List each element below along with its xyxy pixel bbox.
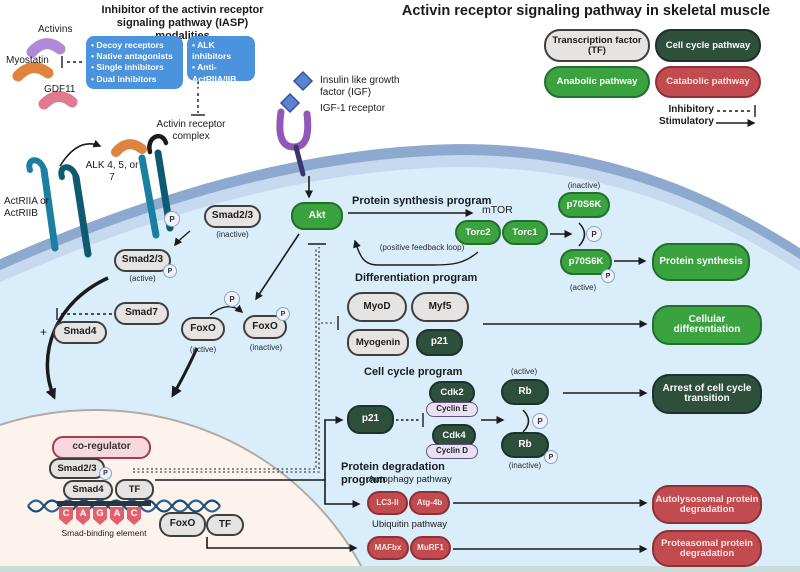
degradation-heading: Protein degradation program — [341, 461, 445, 486]
mtor-label: mTOR — [482, 204, 513, 216]
sbe-letter: A — [110, 507, 124, 525]
foxo-active-label: (active) — [189, 345, 217, 354]
p70s6k-active-label: (active) — [569, 283, 597, 292]
myogenin-node: Myogenin — [347, 329, 409, 356]
murf1-node: MuRF1 — [410, 536, 451, 560]
nuclear-foxo-node: FoxO — [159, 512, 206, 537]
inhibitory-connectors — [56, 56, 756, 473]
iasp-item: Native antagonists — [91, 51, 178, 62]
iasp-item: Anti-ActRIIA/IIB antibody — [192, 62, 250, 96]
iasp-item: Dual inhibitors — [91, 74, 178, 85]
sbe-letter: G — [93, 507, 107, 525]
smad-binding-element-label: Smad-binding element — [61, 528, 147, 538]
iasp-item: Decoy receptors — [91, 40, 178, 51]
legend-stimulatory-label: Stimulatory — [658, 116, 714, 127]
p70s6k-inactive-node: p70S6K — [558, 192, 610, 218]
phosphate-icon: P — [601, 269, 615, 283]
cellular-differentiation-output: Cellular differentiation — [652, 305, 762, 345]
iasp-modalities-box-2: ALK inhibitors Anti-ActRIIA/IIB antibody — [187, 36, 255, 95]
coregulator-node: co-regulator — [52, 436, 151, 459]
cell-cycle-arrest-output: Arrest of cell cycle transition — [652, 374, 762, 414]
rb-active-node: Rb — [501, 379, 549, 405]
phosphate-icon: P — [544, 450, 558, 464]
alk-label: ALK 4, 5, or 7 — [85, 160, 139, 183]
gdf11-label: GDF11 — [44, 84, 76, 95]
phosphate-icon: P — [164, 211, 180, 227]
rb-active-label: (active) — [510, 367, 538, 376]
myostatin-label: Myostatin — [6, 55, 49, 66]
ligand-icons — [12, 38, 78, 110]
autophagy-pathway-label: Autophagy pathway — [368, 474, 452, 485]
p21-differentiation-node: p21 — [416, 329, 463, 356]
differentiation-heading: Differentiation program — [355, 272, 478, 284]
bottom-strip — [0, 566, 800, 572]
legend-catabolic-pathway: Catabolic pathway — [655, 66, 761, 98]
phosphate-icon: P — [224, 291, 240, 307]
foxo-inactive-label: (inactive) — [249, 343, 283, 352]
smad23-inactive-node: Smad2/3 — [204, 205, 261, 228]
dna-icon — [27, 499, 221, 513]
sbe-letter: A — [76, 507, 90, 525]
sbe-letter: C — [127, 507, 141, 525]
sbe-letter: C — [59, 507, 73, 525]
akt-node: Akt — [291, 202, 343, 230]
proteasomal-output: Proteasomal protein degradation — [652, 530, 762, 567]
iasp-modalities-box-1: Decoy receptors Native antagonists Singl… — [86, 36, 183, 89]
autolysosomal-output: Autolysosomal protein degradation — [652, 485, 762, 524]
phosphate-icon: P — [276, 307, 290, 321]
torc1-node: Torc1 — [502, 220, 548, 245]
cyclin-e-node: Cyclin E — [426, 402, 478, 417]
atg4b-node: Atg-4b — [409, 491, 450, 515]
activin-ligand-icon — [26, 38, 66, 58]
myostatin-ligand-icon — [12, 62, 54, 82]
iasp-item: ALK inhibitors — [192, 40, 250, 62]
smad7-node: Smad7 — [114, 302, 169, 325]
positive-feedback-label: (positive feedback loop) — [379, 243, 465, 252]
nuclear-smad23-node: Smad2/3 — [49, 458, 105, 479]
smad4-node: Smad4 — [53, 321, 107, 344]
cyclin-d-node: Cyclin D — [426, 444, 478, 459]
page-title: Activin receptor signaling pathway in sk… — [401, 3, 771, 19]
cell-cycle-heading: Cell cycle program — [364, 366, 463, 378]
rb-inactive-node: Rb — [501, 432, 549, 458]
p70s6k-active-node: p70S6K — [560, 249, 612, 275]
phosphate-icon: P — [99, 467, 112, 480]
rb-inactive-label: (inactive) — [508, 461, 542, 470]
protein-synthesis-output: Protein synthesis — [652, 243, 750, 281]
iasp-item: Single inhibitors — [91, 62, 178, 73]
torc2-node: Torc2 — [455, 220, 501, 245]
igf-receptor-icon — [276, 70, 314, 177]
p21-cell-cycle-node: p21 — [347, 405, 394, 434]
cdk2-node: Cdk2 — [429, 381, 475, 405]
legend-cell-cycle-pathway: Cell cycle pathway — [655, 29, 761, 62]
activin-receptor-complex-label: Activin receptor complex — [156, 119, 226, 142]
legend-anabolic-pathway: Anabolic pathway — [544, 66, 650, 98]
myf5-node: Myf5 — [411, 292, 469, 322]
phosphate-icon: P — [532, 413, 548, 429]
mafbx-node: MAFbx — [367, 536, 409, 560]
gdf11-ligand-icon — [38, 91, 78, 110]
igf-label: Insulin like growth factor (IGF) — [320, 75, 400, 98]
p70s6k-inactive-label: (inactive) — [567, 181, 601, 190]
foxo-active-node: FoxO — [181, 317, 225, 341]
legend-transcription-factor: Transcription factor (TF) — [544, 29, 650, 62]
phosphate-icon: P — [163, 264, 177, 278]
legend-inhibitory-label: Inhibitory — [668, 104, 714, 115]
nuclear-foxo-tf-node: TF — [206, 514, 244, 536]
smad23-active-node: Smad2/3 — [114, 249, 171, 272]
actriia-label: ActRIIA or ActRIIB — [4, 196, 50, 219]
activin-receptors-icon — [26, 133, 174, 258]
nuclear-tf-node: TF — [115, 479, 154, 500]
ubiquitin-pathway-label: Ubiquitin pathway — [372, 519, 447, 530]
phosphate-icon: P — [586, 226, 602, 242]
smad23-inactive-label: (inactive) — [216, 230, 249, 239]
lc3-node: LC3-II — [367, 491, 408, 515]
igf-receptor-label: IGF-1 receptor — [320, 103, 386, 114]
protein-synthesis-heading: Protein synthesis program — [352, 195, 492, 207]
smad23-active-label: (active) — [129, 274, 156, 283]
nuclear-smad4-node: Smad4 — [63, 480, 113, 500]
plus-sign: + — [40, 325, 48, 339]
myod-node: MyoD — [347, 292, 407, 322]
activins-label: Activins — [38, 24, 73, 35]
